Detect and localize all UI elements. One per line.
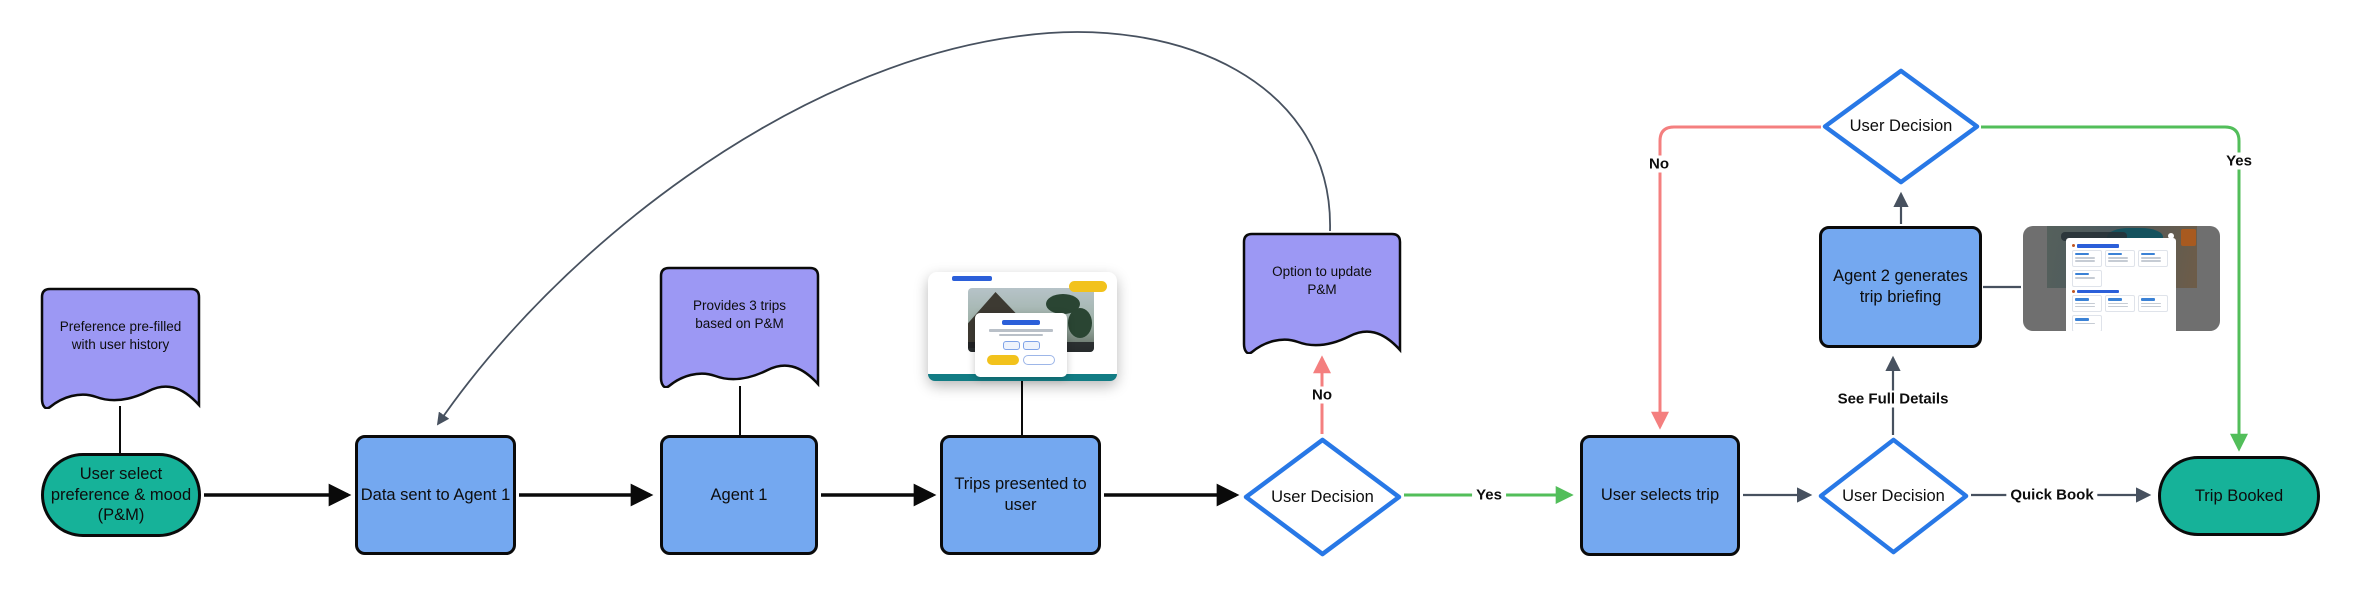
process-user-selects-trip: User selects trip xyxy=(1580,435,1740,556)
info-card-placeholder xyxy=(2072,269,2102,287)
trips-website-screenshot xyxy=(928,272,1117,381)
decision-3-user-decision: User Decision xyxy=(1822,68,1980,185)
info-card-placeholder xyxy=(2072,295,2102,312)
card-grid xyxy=(2072,295,2170,331)
edge-label-yes-2: Yes xyxy=(2222,152,2256,170)
edge-decision3-no-to-user-selects xyxy=(1651,125,1821,430)
decision-1-user-decision: User Decision xyxy=(1243,437,1402,557)
info-card-placeholder xyxy=(2105,295,2135,312)
diamond-shape xyxy=(1822,68,1980,185)
edge-note-option-arc-to-data-sent xyxy=(436,31,1331,426)
briefing-panel xyxy=(2066,238,2176,331)
note-preference-prefilled: Preference pre-filled with user history xyxy=(40,287,201,409)
palm-tree-silhouette xyxy=(1046,294,1080,314)
note-shape xyxy=(659,266,820,388)
edge-label-yes-1: Yes xyxy=(1472,486,1506,504)
secondary-button-placeholder xyxy=(1023,355,1055,365)
edge-label-quick-book: Quick Book xyxy=(2006,486,2098,504)
primary-button-placeholder xyxy=(987,355,1019,365)
section-header-placeholder xyxy=(2072,289,2170,293)
note-option-update-pm: Option to update P&M xyxy=(1242,232,1402,354)
edge-decision3-yes-to-trip-booked xyxy=(1981,125,2248,452)
terminal-start-user-select-pm: User select preference & mood (P&M) xyxy=(41,453,201,537)
info-card-placeholder xyxy=(2138,249,2168,267)
process-label: Agent 1 xyxy=(710,485,768,504)
diamond-shape xyxy=(1818,437,1969,555)
text-line-placeholder xyxy=(999,333,1043,336)
process-data-sent-to-agent1: Data sent to Agent 1 xyxy=(355,435,516,555)
note-label: Preference pre-filled with user history xyxy=(59,319,182,352)
terminal-label: Trip Booked xyxy=(2194,486,2284,505)
modal-title-placeholder xyxy=(1002,320,1040,325)
palm-tree-silhouette xyxy=(1068,308,1092,338)
section-header-placeholder xyxy=(2072,244,2170,248)
card-grid xyxy=(2072,249,2170,287)
yellow-button-placeholder xyxy=(1069,281,1107,292)
modal-chips xyxy=(975,341,1067,350)
terminal-trip-booked: Trip Booked xyxy=(2158,456,2320,536)
process-agent1: Agent 1 xyxy=(660,435,818,555)
note-shape xyxy=(1242,232,1402,354)
edge-label-no-1: No xyxy=(1308,386,1336,404)
note-label: Option to update P&M xyxy=(1272,264,1372,297)
trip-briefing-screenshot xyxy=(2023,226,2220,331)
info-card-placeholder xyxy=(2072,315,2102,331)
decision-label: User Decision xyxy=(1271,487,1374,506)
edge-label-see-full-details: See Full Details xyxy=(1833,390,1953,408)
note-provides-3-trips: Provides 3 trips based on P&M xyxy=(659,266,820,388)
process-agent2-trip-briefing: Agent 2 generates trip briefing xyxy=(1819,226,1982,348)
info-card-placeholder xyxy=(2138,295,2168,312)
decision-2-user-decision: User Decision xyxy=(1818,437,1969,555)
chip-placeholder xyxy=(1022,341,1040,350)
terminal-label: User select preference & mood (P&M) xyxy=(50,464,192,525)
diamond-shape xyxy=(1243,437,1402,557)
chip-placeholder xyxy=(1002,341,1020,350)
decision-label: User Decision xyxy=(1849,117,1953,136)
process-label: User selects trip xyxy=(1600,486,1720,505)
process-label: Data sent to Agent 1 xyxy=(360,485,511,504)
trip-modal-card xyxy=(975,313,1067,377)
process-label: Agent 2 generates trip briefing xyxy=(1833,267,1968,306)
modal-buttons xyxy=(975,355,1067,365)
note-shape xyxy=(40,287,201,409)
process-label: Trips presented to user xyxy=(954,475,1087,514)
header-bar-placeholder xyxy=(2061,232,2127,241)
avatar-dot xyxy=(2168,233,2174,239)
edge-label-no-2: No xyxy=(1645,155,1673,173)
process-trips-presented: Trips presented to user xyxy=(940,435,1101,555)
page-section-strip xyxy=(928,374,1117,381)
info-card-placeholder xyxy=(2105,249,2135,267)
note-label: Provides 3 trips based on P&M xyxy=(692,298,787,331)
site-logo-placeholder xyxy=(952,276,992,281)
decision-label: User Decision xyxy=(1842,486,1945,505)
info-card-placeholder xyxy=(2072,249,2102,267)
orange-banner-placeholder xyxy=(2181,229,2196,246)
text-line-placeholder xyxy=(989,329,1053,332)
